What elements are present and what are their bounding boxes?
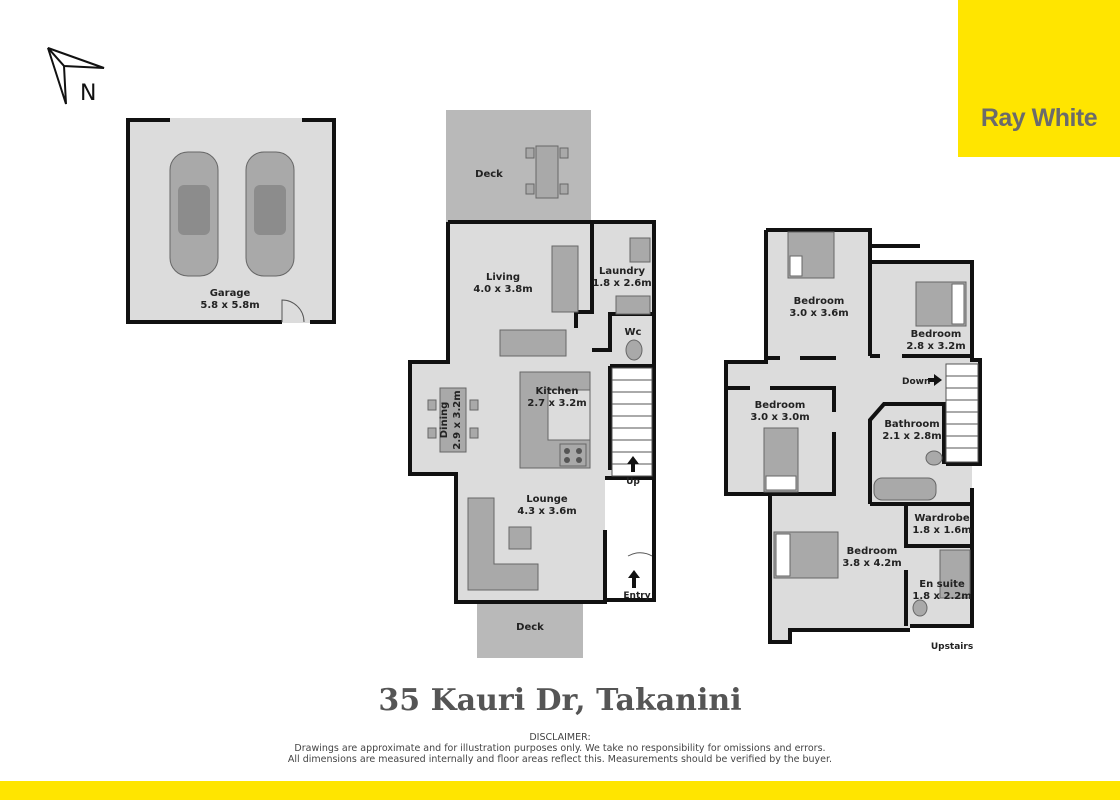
bed-icon <box>787 231 835 279</box>
dining-size: 2.9 x 3.2m <box>452 390 463 449</box>
wardrobe-size: 1.8 x 1.6m <box>912 525 971 536</box>
lounge-size: 4.3 x 3.6m <box>517 506 576 517</box>
sofa-icon <box>551 245 579 313</box>
toilet-icon <box>625 339 643 361</box>
brand-logo: Ray White <box>958 0 1120 157</box>
bed-icon <box>915 281 967 327</box>
car-icon <box>245 151 295 277</box>
bed-icon <box>773 531 839 579</box>
garage-name: Garage <box>210 288 251 299</box>
disclaimer-line1: Drawings are approximate and for illustr… <box>294 743 826 754</box>
dining-table-icon <box>439 387 467 453</box>
ensuite-size: 1.8 x 2.2m <box>912 591 971 602</box>
footer-bar <box>0 781 1120 800</box>
kitchen-size: 2.7 x 3.2m <box>527 398 586 409</box>
living-name: Living <box>486 272 520 283</box>
bedroom2-size: 2.8 x 3.2m <box>906 341 965 352</box>
car-icon <box>169 151 219 277</box>
bedroom2-name: Bedroom <box>911 329 962 340</box>
deck-top <box>446 110 591 222</box>
bedroom4-size: 3.8 x 4.2m <box>842 558 901 569</box>
ground-floor: Up Entry Deck Living 4.0 x 3.8m Laundry … <box>408 110 656 658</box>
sofa-icon <box>499 329 567 357</box>
compass-north-label: N <box>80 81 96 106</box>
toilet-icon <box>912 599 928 617</box>
up-label: Up <box>626 477 640 487</box>
lounge-name: Lounge <box>526 494 568 505</box>
disclaimer-title: DISCLAIMER: <box>529 732 591 743</box>
disclaimer: DISCLAIMER: Drawings are approximate and… <box>0 732 1120 765</box>
wardrobe-name: Wardrobe <box>914 513 969 524</box>
living-size: 4.0 x 3.8m <box>473 284 532 295</box>
upper-floor: Down Bedroom 3.0 x 3.6m Bedroom 2.8 x 3.… <box>724 228 982 652</box>
garage-size: 5.8 x 5.8m <box>200 300 259 311</box>
garage: Garage 5.8 x 5.8m <box>126 118 336 324</box>
entry-label: Entry <box>623 591 650 601</box>
down-label: Down <box>902 377 930 387</box>
bedroom1-size: 3.0 x 3.6m <box>789 308 848 319</box>
property-address: 35 Kauri Dr, Takanini <box>378 683 742 718</box>
deck-top-name: Deck <box>475 169 503 180</box>
bathtub-icon <box>873 477 937 501</box>
kitchen-name: Kitchen <box>536 386 579 397</box>
ensuite-name: En suite <box>919 579 965 590</box>
upstairs-label: Upstairs <box>931 642 973 652</box>
corner-sofa-icon <box>467 497 539 591</box>
laundry-size: 1.8 x 2.6m <box>592 278 651 289</box>
entry-arrow-icon <box>628 570 640 588</box>
bedroom3-name: Bedroom <box>755 400 806 411</box>
stairs-icon <box>945 363 979 463</box>
dining-name: Dining <box>439 402 450 439</box>
deck-bottom-name: Deck <box>516 622 544 633</box>
bedroom4-name: Bedroom <box>847 546 898 557</box>
bed-icon <box>763 427 799 493</box>
compass-icon: N <box>47 47 105 106</box>
down-arrow-icon <box>928 374 942 386</box>
laundry-name: Laundry <box>599 266 645 277</box>
bathroom-size: 2.1 x 2.8m <box>882 431 941 442</box>
disclaimer-line2: All dimensions are measured internally a… <box>287 754 833 765</box>
up-arrow-icon <box>627 456 639 472</box>
deck-bottom <box>477 596 583 658</box>
bathroom-name: Bathroom <box>884 419 939 430</box>
bedroom1-name: Bedroom <box>794 296 845 307</box>
toilet-icon <box>925 450 943 466</box>
shower-icon <box>939 549 971 599</box>
brand-name: Ray White <box>980 104 1098 132</box>
bedroom3-size: 3.0 x 3.0m <box>750 412 809 423</box>
wc-name: Wc <box>625 327 642 338</box>
cooktop-icon <box>559 443 587 467</box>
